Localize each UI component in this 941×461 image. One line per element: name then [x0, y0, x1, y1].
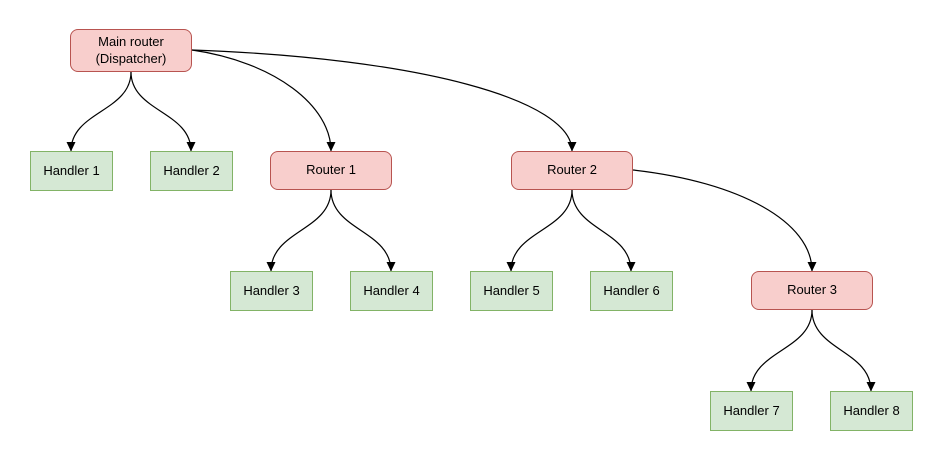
node-router-2: Router 2: [511, 151, 633, 190]
node-handler-2: Handler 2: [150, 151, 233, 191]
edge-router-3-to-handler-7: [746, 309, 813, 392]
edge-router-1-to-handler-4: [330, 189, 396, 272]
edge-main-to-handler-1: [66, 71, 132, 152]
edge-router-2-to-handler-6: [571, 189, 636, 272]
node-router-3: Router 3: [751, 271, 873, 310]
edge-router-1-to-handler-3: [266, 189, 332, 272]
node-handler-3: Handler 3: [230, 271, 313, 311]
edge-router-2-to-router-3: [632, 169, 817, 272]
edge-router-3-to-handler-8: [811, 309, 876, 392]
edge-main-to-router-1: [191, 49, 336, 152]
node-handler-6: Handler 6: [590, 271, 673, 311]
node-handler-7: Handler 7: [710, 391, 793, 431]
node-main-router: Main router (Dispatcher): [70, 29, 192, 72]
node-handler-1: Handler 1: [30, 151, 113, 191]
edge-main-to-router-2: [191, 49, 577, 152]
node-handler-5: Handler 5: [470, 271, 553, 311]
node-router-1: Router 1: [270, 151, 392, 190]
edge-main-to-handler-2: [130, 71, 196, 152]
edge-router-2-to-handler-5: [506, 189, 573, 272]
node-handler-4: Handler 4: [350, 271, 433, 311]
node-handler-8: Handler 8: [830, 391, 913, 431]
